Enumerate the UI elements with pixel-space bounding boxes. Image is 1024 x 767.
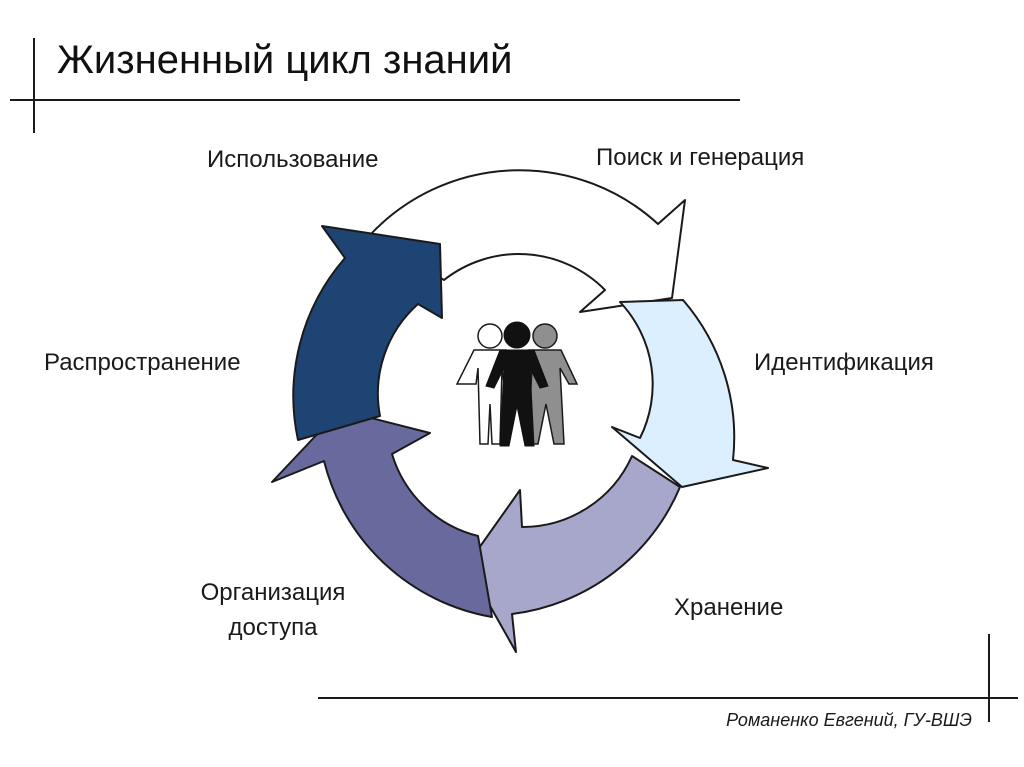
- stage-label-identification: Идентификация: [754, 349, 934, 376]
- footer-vertical-rule: [988, 634, 990, 722]
- stage-label-storage: Хранение: [674, 594, 784, 621]
- people-group-icon: [455, 321, 579, 447]
- arrow-distribution: [292, 225, 443, 441]
- arrow-identification: [611, 299, 769, 488]
- author-footer: Романенко Евгений, ГУ-ВШЭ: [726, 710, 972, 730]
- title-underline: [10, 99, 740, 101]
- arrow-search-generation: [369, 169, 686, 313]
- title-vertical-rule: [33, 38, 35, 133]
- stage-label-access-line1: Организация: [200, 579, 346, 606]
- stage-label-search-generation: Поиск и генерация: [596, 144, 805, 171]
- page-title: Жизненный цикл знаний: [57, 38, 513, 82]
- stage-label-usage: Использование: [207, 146, 379, 173]
- footer-rule: [318, 697, 1018, 699]
- arrow-access-organization: [271, 409, 493, 618]
- stage-label-access-line2: доступа: [228, 614, 318, 641]
- stage-label-distribution: Распространение: [44, 349, 241, 376]
- arrow-storage: [466, 455, 681, 653]
- stage-label-access-organization: Организация доступа: [186, 575, 360, 645]
